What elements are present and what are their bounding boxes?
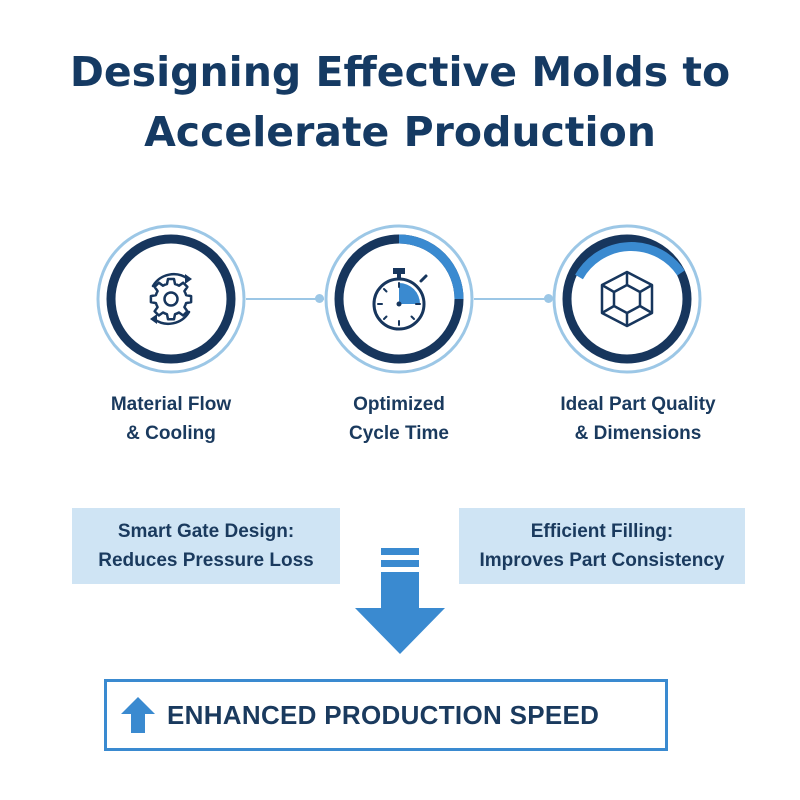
gear-cycle-icon	[96, 224, 246, 374]
connector-line-2	[474, 298, 552, 300]
page-title: Designing Effective Molds to Accelerate …	[0, 42, 800, 162]
step-label-line: & Dimensions	[574, 423, 702, 444]
up-arrow-icon	[121, 697, 155, 733]
step-label-material-flow: Material Flow & Cooling	[71, 390, 271, 448]
step-circle-material-flow	[95, 223, 247, 375]
callout-line: Efficient Filling:	[530, 521, 674, 542]
callout-line: Improves Part Consistency	[479, 550, 725, 571]
connector-dot-1	[315, 294, 324, 303]
connector-line-1	[246, 298, 324, 300]
connector-dot-2	[544, 294, 553, 303]
step-label-line: & Cooling	[126, 423, 216, 444]
title-line-2: Accelerate Production	[144, 108, 656, 156]
step-label-line: Optimized	[353, 394, 445, 415]
result-text: ENHANCED PRODUCTION SPEED	[167, 700, 600, 730]
cube-icon	[552, 224, 702, 374]
result-box: ENHANCED PRODUCTION SPEED	[104, 679, 668, 751]
stopwatch-icon	[324, 224, 474, 374]
callout-efficient-filling: Efficient Filling: Improves Part Consist…	[459, 508, 745, 584]
down-arrow-icon	[355, 548, 445, 654]
step-label-part-quality: Ideal Part Quality & Dimensions	[528, 390, 748, 448]
title-line-1: Designing Effective Molds to	[69, 48, 731, 96]
callout-line: Reduces Pressure Loss	[98, 550, 314, 571]
callout-smart-gate-design: Smart Gate Design: Reduces Pressure Loss	[72, 508, 340, 584]
step-label-line: Cycle Time	[349, 423, 449, 444]
callout-line: Smart Gate Design:	[117, 521, 295, 542]
step-circle-part-quality	[551, 223, 703, 375]
step-label-cycle-time: Optimized Cycle Time	[299, 390, 499, 448]
step-circle-cycle-time	[323, 223, 475, 375]
step-label-line: Ideal Part Quality	[560, 394, 716, 415]
step-label-line: Material Flow	[110, 394, 232, 415]
